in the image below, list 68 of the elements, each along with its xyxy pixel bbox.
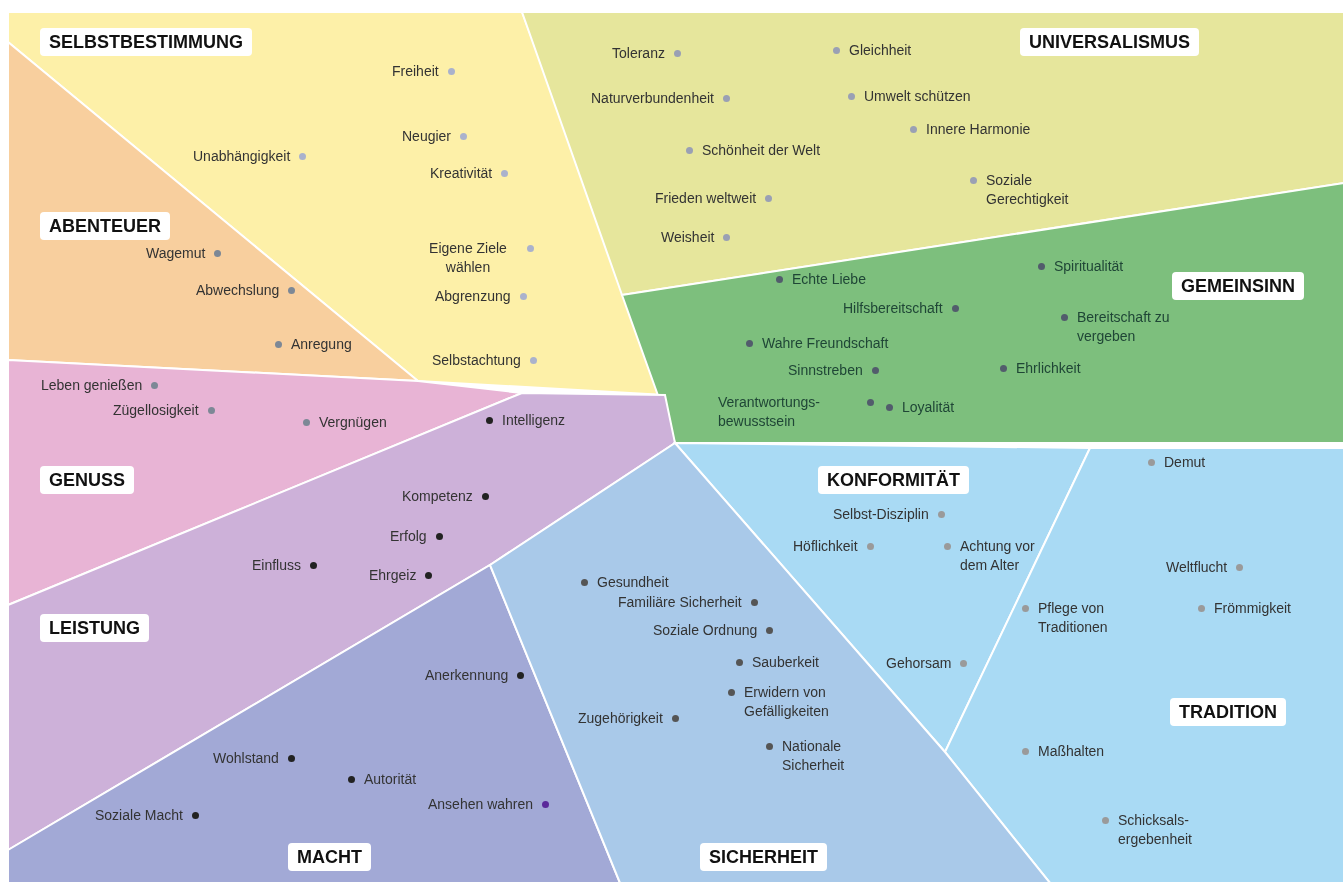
value-label: Achtung vor dem Alter <box>944 537 1038 575</box>
value-label: Eigene Ziele wählen <box>418 239 534 277</box>
value-label: Abwechslung <box>196 281 296 300</box>
value-label: Weisheit <box>661 228 731 247</box>
value-label: Frieden weltweit <box>655 189 773 208</box>
value-label: Selbst-Disziplin <box>833 505 945 524</box>
value-label: Gleichheit <box>833 41 912 60</box>
value-label: Anregung <box>275 335 352 354</box>
region-heading: MACHT <box>288 843 371 871</box>
value-label: Bereitschaft zu vergeben <box>1061 308 1177 346</box>
value-label: Innere Harmonie <box>910 120 1031 139</box>
value-label: Familiäre Sicherheit <box>618 593 758 612</box>
value-label: Höflichkeit <box>793 537 874 556</box>
value-label: Weltflucht <box>1166 558 1244 577</box>
value-label: Erfolg <box>390 527 443 546</box>
value-label: Ehrgeiz <box>369 566 433 585</box>
value-label: Demut <box>1148 453 1206 472</box>
value-label: Naturverbundenheit <box>591 89 730 108</box>
value-label: Toleranz <box>612 44 681 63</box>
value-label: Gesundheit <box>581 573 669 592</box>
value-label: Wohlstand <box>213 749 295 768</box>
region-heading: TRADITION <box>1170 698 1286 726</box>
value-label: Wahre Freundschaft <box>746 334 889 353</box>
value-label: Anerkennung <box>425 666 525 685</box>
value-label: Soziale Macht <box>95 806 199 825</box>
value-label: Selbstachtung <box>432 351 537 370</box>
value-label: Vergnügen <box>303 413 387 432</box>
value-label: Wagemut <box>146 244 222 263</box>
value-label: Kompetenz <box>402 487 489 506</box>
value-label: Ehrlichkeit <box>1000 359 1081 378</box>
value-label: Neugier <box>402 127 468 146</box>
value-label: Soziale Ordnung <box>653 621 774 640</box>
region-heading: GENUSS <box>40 466 135 494</box>
value-label: Abgrenzung <box>435 287 527 306</box>
region-heading: KONFORMITÄT <box>818 466 969 494</box>
value-label: Gehorsam <box>886 654 968 673</box>
value-label: Einfluss <box>252 556 318 575</box>
value-label: Leben genießen <box>41 376 159 395</box>
value-label: Autorität <box>348 770 417 789</box>
value-label: Zugehörigkeit <box>578 709 679 728</box>
value-label: Hilfsbereitschaft <box>843 299 959 318</box>
value-label: Echte Liebe <box>776 270 866 289</box>
value-label: Loyalität <box>886 398 955 417</box>
region-heading: SICHERHEIT <box>700 843 827 871</box>
value-label: Spiritualität <box>1038 257 1124 276</box>
value-label: Verantwortungs- bewusstsein <box>718 393 874 431</box>
value-label: Pflege von Traditionen <box>1022 599 1148 637</box>
value-label: Erwidern von Gefälligkeiten <box>728 683 874 721</box>
value-label: Frömmigkeit <box>1198 599 1291 618</box>
value-label: Ansehen wahren <box>428 795 550 814</box>
value-label: Unabhängigkeit <box>193 147 307 166</box>
region-heading: LEISTUNG <box>40 614 149 642</box>
region-heading: UNIVERSALISMUS <box>1020 28 1199 56</box>
value-label: Schicksals- ergebenheit <box>1102 811 1228 849</box>
region-heading: SELBSTBESTIMMUNG <box>40 28 252 56</box>
value-label: Umwelt schützen <box>848 87 971 106</box>
value-label: Sauberkeit <box>736 653 819 672</box>
value-label: Nationale Sicherheit <box>766 737 882 775</box>
value-label: Zügellosigkeit <box>113 401 215 420</box>
value-label: Schönheit der Welt <box>686 141 821 160</box>
value-label: Freiheit <box>392 62 455 81</box>
region-heading: ABENTEUER <box>40 212 170 240</box>
value-label: Soziale Gerechtigkeit <box>970 171 1106 209</box>
value-label: Intelligenz <box>486 411 566 430</box>
region-heading: GEMEINSINN <box>1172 272 1304 300</box>
value-label: Kreativität <box>430 164 509 183</box>
value-label: Maßhalten <box>1022 742 1105 761</box>
value-label: Sinnstreben <box>788 361 879 380</box>
